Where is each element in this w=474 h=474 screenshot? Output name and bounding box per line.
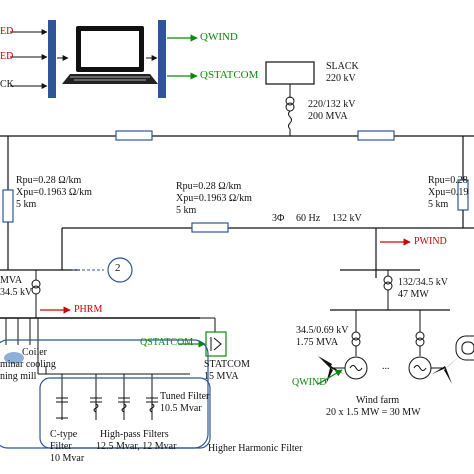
wind-farm-name: Wind farm — [356, 395, 400, 406]
controller-input-bar — [48, 20, 56, 98]
line-right-len: 5 km — [428, 199, 449, 210]
line-left-x: Xpu=0.1963 Ω/km — [16, 187, 92, 198]
slack-box — [265, 61, 315, 85]
ctype-label-2: Filter — [50, 441, 72, 452]
line-right-x: Xpu=0.19 — [428, 187, 469, 198]
controller-input-3: CK — [0, 79, 14, 90]
slack-voltage: 220 kV — [326, 73, 356, 84]
marker-2-label: 2 — [115, 262, 121, 274]
line-left-r: Rpu=0.28 Ω/km — [16, 175, 82, 186]
statcom-name: STATCOM — [204, 359, 250, 370]
wind-tx1-rating: 47 MW — [398, 289, 429, 300]
wind-farm-capacity: 20 x 1.5 MW = 30 MW — [326, 407, 421, 418]
wind-dots: ... — [382, 361, 390, 372]
controller-input-2: ED — [0, 51, 14, 62]
laptop-icon — [62, 26, 158, 84]
wind-tx1-ratio: 132/34.5 kV — [398, 277, 448, 288]
harmonic-filter-label: Higher Harmonic Filter — [208, 443, 303, 454]
main-tx-ratio: 220/132 kV — [308, 99, 356, 110]
bus-phase: 3Φ — [272, 213, 285, 224]
slack-label: SLACK — [326, 61, 359, 72]
q-wind-left-label: QWIND — [292, 377, 327, 388]
line-left-len: 5 km — [16, 199, 37, 210]
load-laminar: minar cooling — [0, 359, 56, 370]
highpass-label: High-pass Filters — [100, 429, 169, 440]
line-center-r: Rpu=0.28 Ω/km — [176, 181, 242, 192]
load-coiler: Coiler — [22, 347, 47, 358]
controller-output-bar — [158, 20, 166, 98]
ctype-label-1: C-type — [50, 429, 78, 440]
highpass-rating: 12.5 Mvar, 12 Mvar — [96, 441, 177, 452]
bus-voltage: 132 kV — [332, 213, 362, 224]
q-statcom-left-label: QSTATCOM — [140, 337, 194, 348]
q-statcom-output: QSTATCOM — [200, 69, 259, 81]
wind-turbine-icon — [431, 356, 460, 384]
p-wind-label: PWIND — [414, 236, 447, 247]
q-wind-output: QWIND — [200, 31, 238, 43]
controller-input-1: ED — [0, 26, 14, 37]
tuned-filter-label: Tuned Filter — [160, 391, 210, 402]
main-tx-rating: 200 MVA — [308, 111, 348, 122]
statcom-rating: 15 MVA — [204, 371, 239, 382]
statcom-icon — [205, 331, 227, 357]
wind-tx2-ratio: 34.5/0.69 kV — [296, 325, 349, 336]
line-right-r: Rpu=0.28 — [428, 175, 468, 186]
bus-freq: 60 Hz — [296, 213, 321, 224]
p-hrm-label: PHRM — [74, 304, 103, 315]
line-center-len: 5 km — [176, 205, 197, 216]
ctype-label-3: 10 Mvar — [50, 453, 85, 464]
load-mill: ning mill — [0, 371, 37, 382]
tuned-filter-rating: 10.5 Mvar — [160, 403, 202, 414]
wind-tx2-rating: 1.75 MVA — [296, 337, 339, 348]
left-tx-rating: MVA — [0, 275, 23, 286]
marker-2-circle — [107, 257, 133, 283]
left-tx-ratio: 34.5 kV — [0, 287, 33, 298]
line-center-x: Xpu=0.1963 Ω/km — [176, 193, 252, 204]
